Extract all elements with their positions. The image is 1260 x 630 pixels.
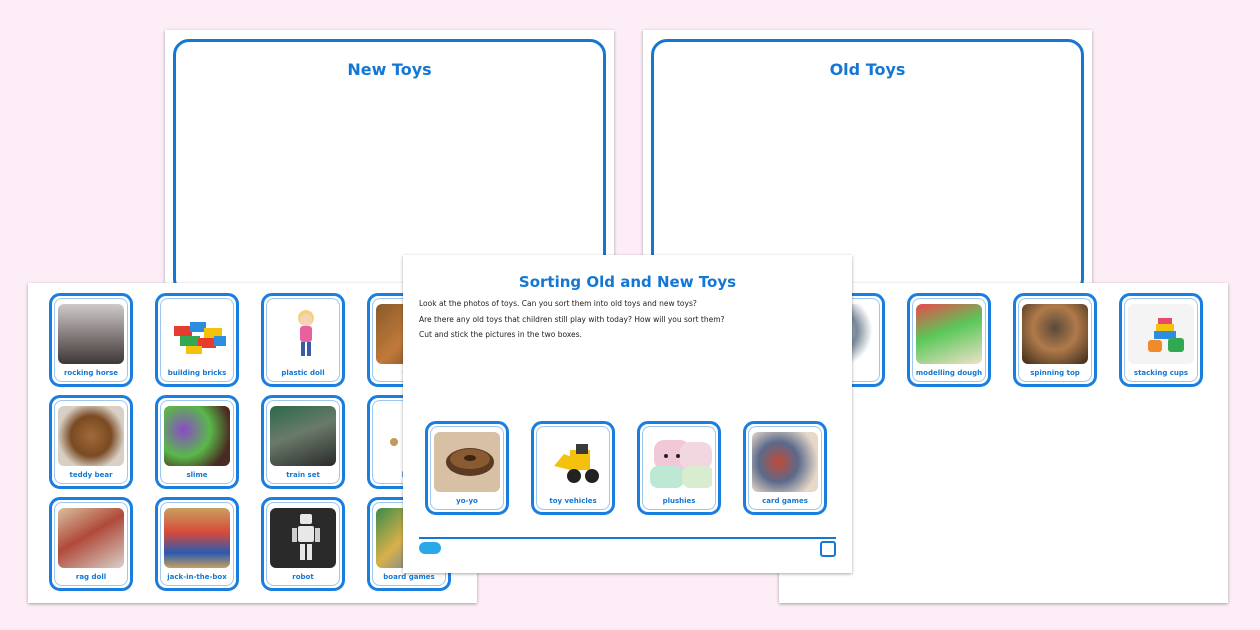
card-rag-doll: rag doll (49, 497, 133, 591)
new-toys-sheet: New Toys (165, 30, 614, 295)
card-label: slime (186, 471, 208, 479)
card-label: jack-in-the-box (167, 573, 227, 581)
card-label: train set (286, 471, 320, 479)
card-label: card games (762, 497, 808, 505)
card-card-games: card games (743, 421, 827, 515)
card-toy-vehicles: toy vehicles (531, 421, 615, 515)
card-modelling-dough: modelling dough (907, 293, 991, 387)
card-slime: slime (155, 395, 239, 489)
card-label: building bricks (167, 369, 227, 377)
card-building-bricks: building bricks (155, 293, 239, 387)
instruction-line-2: Are there any old toys that children sti… (419, 315, 725, 324)
card-robot: robot (261, 497, 345, 591)
old-toys-box: Old Toys (651, 39, 1084, 295)
left-cards-sheet: rocking horse building bricks (28, 283, 477, 603)
footer-divider (419, 537, 836, 539)
brand-logo (820, 541, 836, 557)
cloud-logo (419, 542, 441, 554)
card-teddy-bear: teddy bear (49, 395, 133, 489)
main-sheet: Sorting Old and New Toys Look at the pho… (403, 255, 852, 573)
new-toys-title: New Toys (347, 60, 432, 79)
rag-doll-photo (58, 508, 124, 568)
card-plushies: plushies (637, 421, 721, 515)
card-label: modelling dough (915, 369, 983, 377)
card-jack-in-the-box: jack-in-the-box (155, 497, 239, 591)
card-label: stacking cups (1133, 369, 1189, 377)
card-yo-yo: yo-yo (425, 421, 509, 515)
card-label: plushies (662, 497, 696, 505)
card-stacking-cups: stacking cups (1119, 293, 1203, 387)
card-games-photo (752, 432, 818, 492)
building-bricks-photo (164, 304, 230, 364)
card-label: rocking horse (63, 369, 119, 377)
card-label: spinning top (1030, 369, 1080, 377)
train-set-photo (270, 406, 336, 466)
page-title: Sorting Old and New Toys (518, 273, 737, 291)
card-label: teddy bear (69, 471, 113, 479)
card-rocking-horse: rocking horse (49, 293, 133, 387)
card-plastic-doll: plastic doll (261, 293, 345, 387)
jack-in-the-box-photo (164, 508, 230, 568)
card-label: plastic doll (281, 369, 325, 377)
spinning-top-photo (1022, 304, 1088, 364)
instruction-line-1: Look at the photos of toys. Can you sort… (419, 299, 697, 308)
stacking-cups-photo (1128, 304, 1194, 364)
card-label: rag doll (75, 573, 107, 581)
yo-yo-photo (434, 432, 500, 492)
slime-photo (164, 406, 230, 466)
old-toys-sheet: Old Toys (643, 30, 1092, 295)
card-spinning-top: spinning top (1013, 293, 1097, 387)
toy-vehicles-photo (540, 432, 606, 492)
card-label: yo-yo (456, 497, 478, 505)
card-train-set: train set (261, 395, 345, 489)
plastic-doll-photo (270, 304, 336, 364)
card-label: robot (292, 573, 314, 581)
plushies-photo (646, 432, 712, 492)
card-label: toy vehicles (549, 497, 597, 505)
card-label: board games (383, 573, 435, 581)
new-toys-box: New Toys (173, 39, 606, 295)
old-toys-title: Old Toys (829, 60, 906, 79)
teddy-bear-photo (58, 406, 124, 466)
instruction-line-3: Cut and stick the pictures in the two bo… (419, 330, 582, 339)
modelling-dough-photo (916, 304, 982, 364)
robot-photo (270, 508, 336, 568)
rocking-horse-photo (58, 304, 124, 364)
